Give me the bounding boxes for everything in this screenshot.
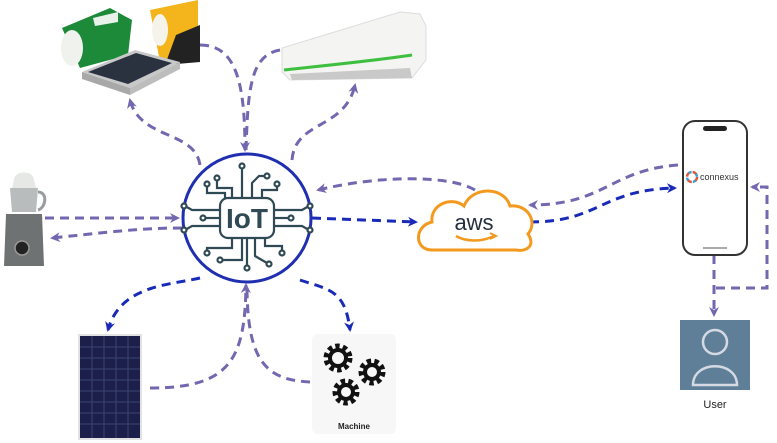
arrow-ac-to-hub <box>244 48 281 151</box>
cloud-outline <box>417 189 534 252</box>
aws-cloud[interactable]: aws <box>417 189 534 252</box>
mixer-lid <box>12 172 36 188</box>
connexus-app-phone[interactable]: connexus <box>682 120 748 256</box>
arrow-lantern-to-hub <box>199 43 250 152</box>
mixer-knob <box>14 240 30 256</box>
phone-frame <box>682 120 748 256</box>
aws-smile <box>455 234 495 242</box>
device-solar-panel[interactable] <box>78 334 142 440</box>
arrow-hub-to-ac <box>290 83 359 161</box>
hub-label: IoT <box>226 203 268 234</box>
arrow-aws-to-hub <box>316 177 476 193</box>
iot-hub[interactable]: IoT <box>180 152 314 284</box>
device-solar-lantern[interactable] <box>61 0 200 95</box>
arrow-machine-to-hub <box>245 289 311 384</box>
device-air-conditioner[interactable] <box>281 11 427 81</box>
phone-notch <box>703 126 727 131</box>
arrow-hub-to-lantern <box>127 98 202 166</box>
aws-label: aws <box>454 210 493 235</box>
user-node[interactable]: User <box>680 320 750 411</box>
ac-vent <box>290 68 412 80</box>
panel-cells <box>80 336 140 438</box>
user-label: User <box>703 399 727 411</box>
aws-smile-arrow <box>489 232 499 240</box>
arrow-panel-to-hub <box>149 283 251 390</box>
mixer-handle <box>37 190 47 212</box>
ac-green-stripe <box>283 53 413 72</box>
yellow-lantern-icon <box>150 0 200 65</box>
arrow-aws-to-app <box>529 183 677 224</box>
mixer-base <box>4 214 44 266</box>
connexus-label: connexus <box>700 172 739 182</box>
panel-grid <box>80 336 140 438</box>
arrow-hub-to-aws <box>311 216 418 227</box>
connectors <box>45 43 769 390</box>
device-machine[interactable]: Machine <box>312 334 396 434</box>
gears-icon <box>323 343 386 406</box>
arrow-app-to-aws <box>528 163 679 210</box>
arrow-hub-to-machine <box>299 278 354 332</box>
small-solar-panel-icon <box>82 50 180 95</box>
device-mixer-grinder[interactable] <box>4 172 47 267</box>
arrow-hub-to-mixer <box>50 226 183 243</box>
ac-body <box>281 11 427 81</box>
mixer-jar <box>10 188 38 212</box>
machine-label: Machine <box>338 422 371 431</box>
user-icon <box>691 328 739 387</box>
green-lantern-icon <box>61 8 132 68</box>
connexus-logo-icon <box>685 170 699 184</box>
arrow-hub-to-panel <box>105 276 201 332</box>
machine-card <box>312 334 396 434</box>
circuit-icon <box>180 162 314 272</box>
